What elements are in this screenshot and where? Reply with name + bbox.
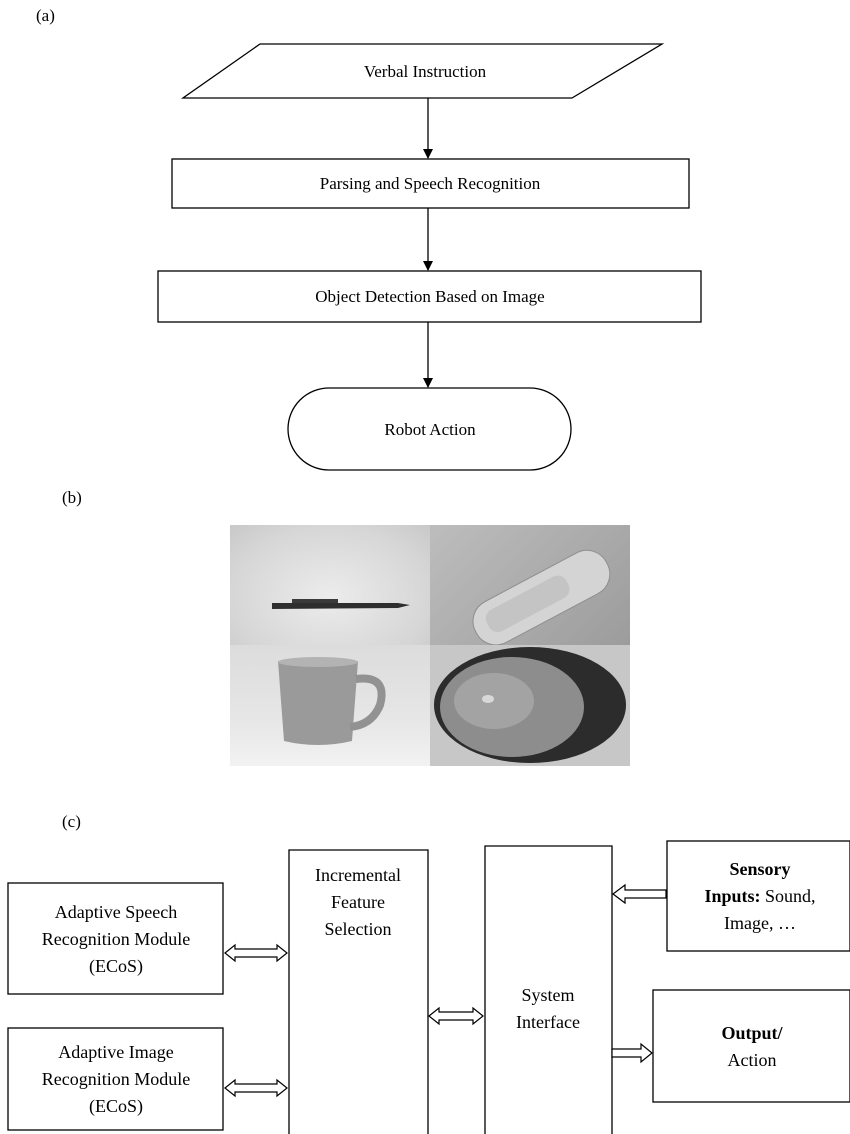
object-detection-text: Object Detection Based on Image: [315, 287, 544, 306]
sensory-inputs-bold: Inputs:: [704, 886, 760, 906]
feature-selection-box: Incremental Feature Selection: [288, 849, 429, 1134]
sensory-inputs-box: Sensory Inputs: Sound, Image, …: [666, 840, 850, 952]
verbal-instruction-node: Verbal Instruction: [180, 43, 665, 99]
orange-photo: [430, 645, 630, 766]
speech-feature-arrow: [224, 943, 288, 963]
image-module-line3: (ECoS): [89, 1096, 143, 1117]
sensory-line2: Inputs: Sound,: [704, 886, 815, 906]
panel-a-label: (a): [36, 6, 55, 25]
flowchart-a: Verbal Instruction Parsing and Speech Re…: [157, 43, 702, 471]
architecture-diagram-c: Adaptive Speech Recognition Module (ECoS…: [7, 840, 850, 1134]
sensory-line1: Sensory: [729, 859, 790, 879]
sensory-sound: Sound,: [761, 886, 816, 906]
feature-selection-line1: Incremental: [315, 865, 401, 885]
image-module-box: Adaptive Image Recognition Module (ECoS): [7, 1027, 224, 1131]
interface-output-arrow: [611, 1042, 653, 1064]
system-interface-line2: Interface: [516, 1012, 580, 1032]
verbal-instruction-text: Verbal Instruction: [364, 62, 487, 81]
speech-module-line1: Adaptive Speech: [55, 902, 177, 922]
panel-c-label: (c): [62, 812, 81, 831]
sensory-line3: Image, …: [724, 913, 796, 933]
sensory-interface-arrow: [612, 883, 667, 905]
image-feature-arrow: [224, 1078, 288, 1098]
output-line2: Action: [728, 1050, 777, 1070]
system-interface-line1: System: [521, 985, 574, 1005]
speech-module-line3: (ECoS): [89, 956, 143, 977]
feature-selection-line3: Selection: [325, 919, 392, 939]
output-action-box: Output/ Action: [652, 989, 850, 1103]
feature-interface-arrow: [428, 1006, 484, 1026]
image-module-line1: Adaptive Image: [58, 1042, 173, 1062]
object-photo-grid: [230, 525, 630, 766]
object-detection-node: Object Detection Based on Image: [157, 270, 702, 323]
robot-action-text: Robot Action: [384, 420, 476, 439]
pen-photo: [230, 525, 430, 645]
speech-module-box: Adaptive Speech Recognition Module (ECoS…: [7, 882, 224, 995]
speech-module-line2: Recognition Module: [42, 929, 190, 949]
cup-photo: [230, 645, 430, 766]
system-interface-box: System Interface: [484, 845, 613, 1134]
robot-action-node: Robot Action: [287, 387, 572, 471]
parsing-speech-text: Parsing and Speech Recognition: [320, 174, 541, 193]
panel-b-label: (b): [62, 488, 82, 507]
image-module-line2: Recognition Module: [42, 1069, 190, 1089]
parsing-speech-node: Parsing and Speech Recognition: [171, 158, 690, 209]
output-line1: Output/: [721, 1023, 783, 1043]
usb-stick-photo: [430, 525, 630, 645]
feature-selection-line2: Feature: [331, 892, 385, 912]
